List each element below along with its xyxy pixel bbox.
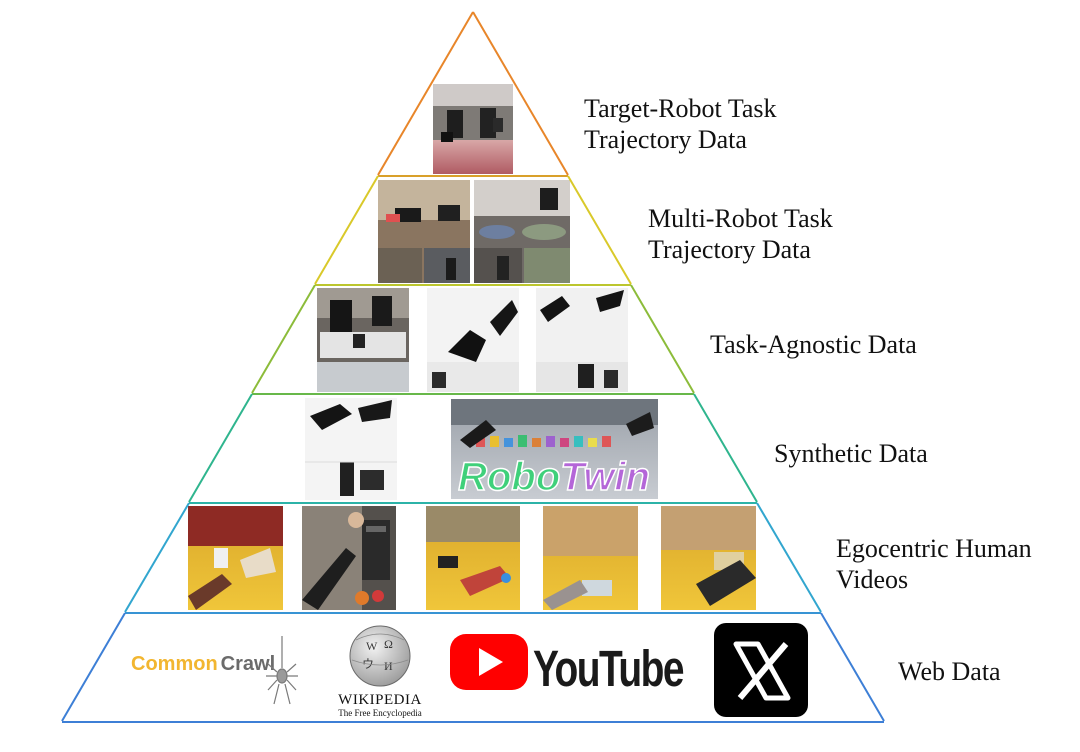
svg-text:Ω: Ω — [384, 637, 393, 651]
wikipedia-globe-icon — [349, 625, 411, 687]
tier-synthetic-images: RoboTwin — [305, 398, 658, 500]
wikipedia-tagline: The Free Encyclopedia — [338, 708, 421, 718]
tier-multi-robot-images — [378, 180, 570, 283]
robotwin-wordmark: RoboTwin — [458, 455, 650, 499]
label-egocentric-human-videos: Egocentric Human Videos — [836, 534, 1032, 594]
label-web-data: Web Data — [898, 657, 1001, 686]
egocentric-video-2 — [302, 506, 396, 610]
x-logo — [714, 623, 808, 717]
label-multi-robot-task-trajectory-data: Multi-Robot Task Trajectory Data — [648, 204, 833, 264]
egocentric-video-4 — [543, 506, 638, 610]
svg-text:И: И — [384, 659, 393, 673]
label-target-robot-task-trajectory-data: Target-Robot Task Trajectory Data — [584, 94, 777, 154]
label-task-agnostic-data: Task-Agnostic Data — [710, 330, 917, 359]
spider-icon — [266, 636, 298, 705]
egocentric-video-3 — [426, 506, 520, 610]
egocentric-video-1 — [188, 506, 283, 610]
tier-task-agnostic-images — [317, 288, 628, 392]
svg-text:W: W — [366, 639, 378, 653]
label-synthetic-data: Synthetic Data — [774, 439, 928, 468]
youtube-logo: YouTube — [450, 634, 685, 697]
tier-target-robot-images — [433, 84, 513, 174]
wikipedia-wordmark: WIKIPEDIA — [338, 692, 422, 708]
youtube-wordmark: YouTube — [533, 640, 683, 697]
pyramid-outline — [61, 11, 885, 723]
egocentric-video-5 — [661, 506, 756, 610]
tier-egocentric-images — [188, 506, 756, 610]
